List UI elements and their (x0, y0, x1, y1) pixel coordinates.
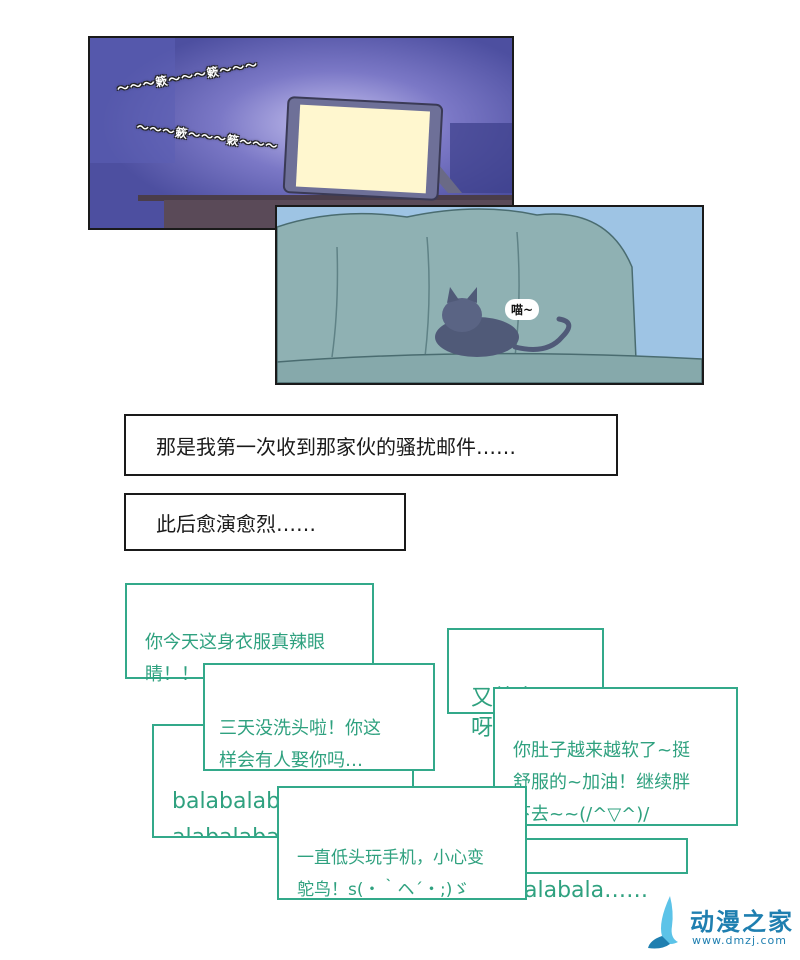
narration-text-2: 此后愈演愈烈…… (156, 511, 316, 536)
message-text-phone: 一直低头玩手机，小心变 鸵鸟！s(・｀ヘ´・;)ゞ (297, 848, 484, 900)
message-text-unwashed-hair: 三天没洗头啦！你这 样会有人娶你吗… (219, 718, 381, 771)
message-card-alabala: alabala…… (510, 838, 688, 903)
watermark-brand: 动漫之家 (690, 908, 794, 936)
message-text-alabala: alabala…… (524, 878, 649, 903)
dmzj-logo-icon (648, 896, 678, 949)
cat-sofa-illustration (277, 207, 702, 383)
narration-text-1: 那是我第一次收到那家伙的骚扰邮件…… (156, 434, 516, 459)
cat-meow-bubble: 喵~ (505, 299, 540, 320)
watermark-url: www.dmzj.com (692, 934, 787, 947)
message-card-unwashed-hair: 三天没洗头啦！你这 样会有人娶你吗… (203, 663, 435, 771)
message-card-belly: 你肚子越来越软了~挺 舒服的~加油！继续胖 下去~~(/^▽^)/ (493, 687, 738, 826)
narration-box-2: 此后愈演愈烈…… (124, 493, 406, 551)
message-card-phone: 一直低头玩手机，小心变 鸵鸟！s(・｀ヘ´・;)ゞ (277, 786, 527, 900)
panel-night-room: ～～～簌～～～簌～～～ ～～～簌～～～簌～～～ (88, 36, 514, 230)
panel-cat-sofa: 喵~ (275, 205, 704, 385)
narration-box-1: 那是我第一次收到那家伙的骚扰邮件…… (124, 414, 618, 476)
message-text-belly: 你肚子越来越软了~挺 舒服的~加油！继续胖 下去~~(/^▽^)/ (513, 740, 691, 825)
